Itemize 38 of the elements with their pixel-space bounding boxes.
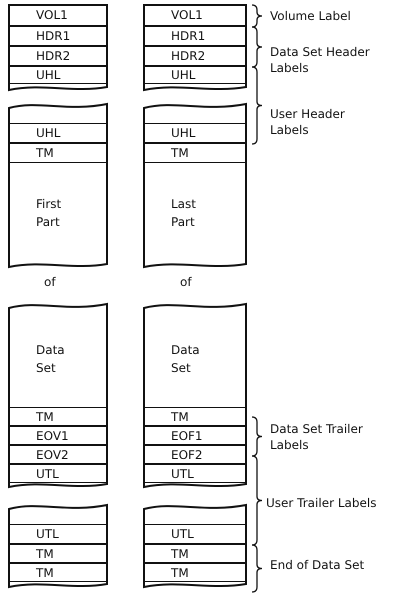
label-record: HDR1 <box>145 26 245 46</box>
label-record: TM <box>145 544 245 563</box>
bracket-label: Data Set Header Labels <box>270 44 371 76</box>
label-record: VOL1 <box>10 4 106 26</box>
data-area: Data Set <box>145 311 245 407</box>
label-record: EOV2 <box>10 445 106 464</box>
label-record: UTL <box>10 464 106 483</box>
label-record: EOV1 <box>10 426 106 445</box>
label-record: HDR1 <box>10 26 106 46</box>
label-record: TM <box>10 143 106 163</box>
connecting-word: of <box>44 274 57 290</box>
label-record: UTL <box>145 464 245 483</box>
data-area: First Part <box>10 163 106 263</box>
label-record: UTL <box>10 524 106 544</box>
bracket-label: Data Set Trailer Labels <box>270 421 364 453</box>
bracket-label: User Trailer Labels <box>266 495 378 511</box>
data-area: Data Set <box>10 311 106 407</box>
label-record: EOF1 <box>145 426 245 445</box>
label-record: TM <box>145 563 245 582</box>
label-record: HDR2 <box>10 46 106 66</box>
label-record: UHL <box>10 66 106 84</box>
label-record: TM <box>10 544 106 563</box>
connecting-word: of <box>180 274 193 290</box>
bracket-label: Volume Label <box>270 8 352 24</box>
label-record: TM <box>10 407 106 426</box>
bracket-label: User Header Labels <box>270 106 346 138</box>
label-record: UHL <box>145 123 245 143</box>
label-record: VOL1 <box>145 4 245 26</box>
label-record: TM <box>10 563 106 582</box>
label-record: TM <box>145 143 245 163</box>
data-area: Last Part <box>145 163 245 263</box>
label-record: UTL <box>145 524 245 544</box>
label-record: UHL <box>10 123 106 143</box>
label-record: UHL <box>145 66 245 84</box>
label-record: TM <box>145 407 245 426</box>
bracket-label: End of Data Set <box>270 557 366 573</box>
label-record: HDR2 <box>145 46 245 66</box>
label-record: EOF2 <box>145 445 245 464</box>
